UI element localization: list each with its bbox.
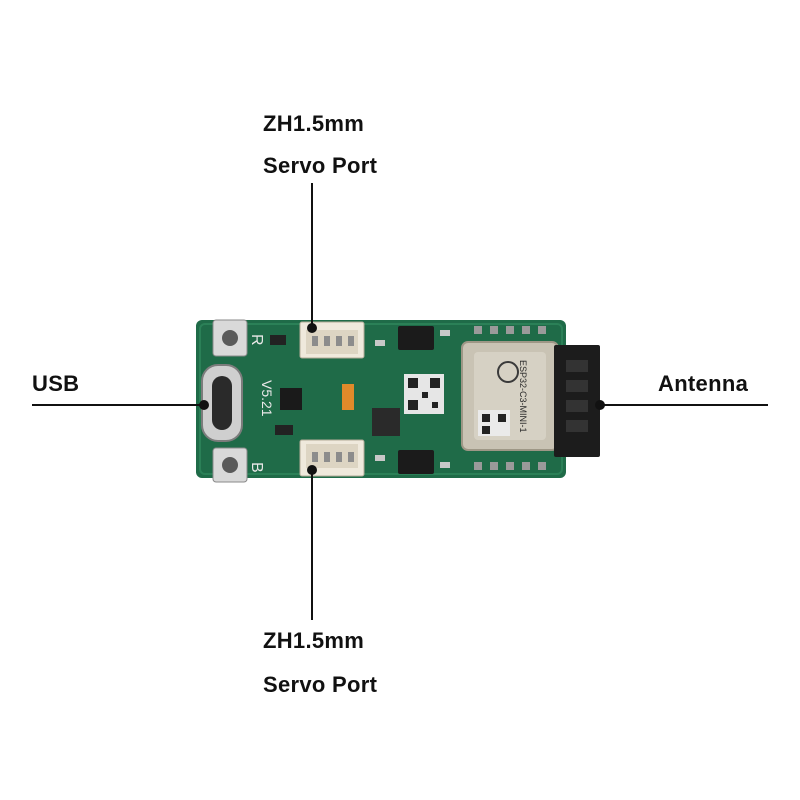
pcb-qr-code (404, 374, 444, 414)
silk-b: B (248, 462, 265, 473)
callout-dot-top (307, 323, 317, 333)
callout-line-bottom (311, 470, 313, 620)
callout-dot-left (199, 400, 209, 410)
usb-c-connector (201, 364, 243, 442)
esp32-module (461, 341, 559, 451)
callout-line-top (311, 183, 313, 328)
top-callout-line2: Servo Port (263, 153, 378, 178)
module-text: ESP32-C3-MINI-1 (518, 360, 528, 433)
bottom-callout-line1: ZH1.5mm (263, 628, 365, 653)
callout-line-left (32, 404, 204, 406)
callout-dot-bottom (307, 465, 317, 475)
bottom-servo-connector (299, 439, 365, 477)
top-callout-line1: ZH1.5mm (263, 111, 365, 136)
bottom-callout-line2: Servo Port (263, 672, 378, 697)
callout-dot-right (595, 400, 605, 410)
antenna-label: Antenna (658, 371, 749, 396)
reset-button (212, 319, 248, 357)
callout-line-right (600, 404, 768, 406)
boot-button (212, 447, 248, 483)
usb-label: USB (32, 371, 80, 396)
silk-r: R (248, 334, 265, 346)
antenna-connector (554, 345, 600, 457)
silk-version: V5.21 (259, 380, 275, 417)
